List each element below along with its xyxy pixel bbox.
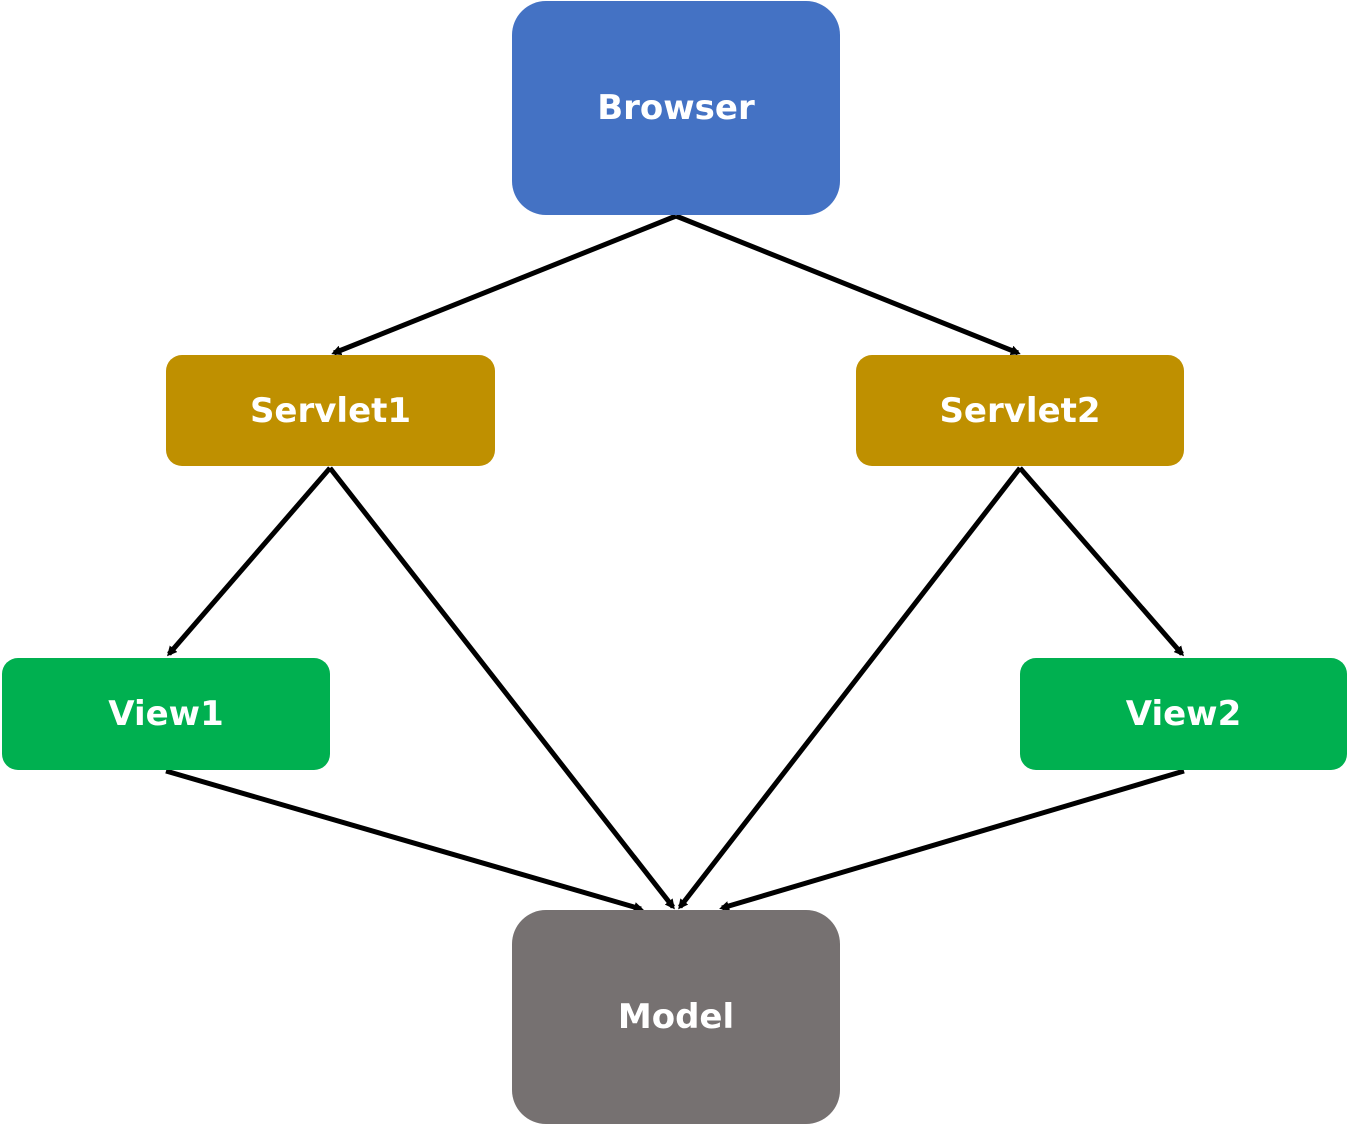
arrow-servlet2-to-view2 <box>1018 466 1184 657</box>
arrow-servlet2-to-model <box>678 466 1022 910</box>
view1-node: View1 <box>2 658 330 770</box>
model-node: Model <box>512 910 840 1124</box>
servlet2-node: Servlet2 <box>856 355 1184 466</box>
arrow-view2-to-model <box>719 768 1185 911</box>
servlet1-node: Servlet1 <box>166 355 495 466</box>
arrow-servlet1-to-model <box>328 466 675 910</box>
view2-node: View2 <box>1020 658 1347 770</box>
arrow-servlet1-to-view1 <box>167 466 332 657</box>
browser-node: Browser <box>512 1 840 215</box>
arrow-browser-to-servlet2 <box>675 213 1021 356</box>
arrow-browser-to-servlet1 <box>331 213 677 356</box>
edge-layer <box>165 213 1185 912</box>
arrow-view1-to-model <box>165 768 644 912</box>
